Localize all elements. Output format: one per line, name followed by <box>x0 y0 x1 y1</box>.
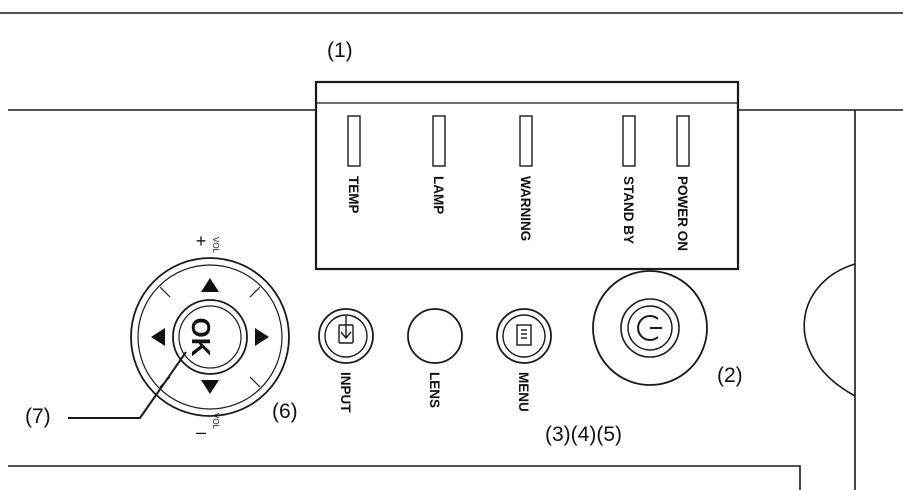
arrow-down-icon[interactable] <box>201 380 219 394</box>
indicator-label-lamp: LAMP <box>431 176 446 214</box>
power-button[interactable] <box>592 270 708 386</box>
indicator-label-power-on: POWER ON <box>675 176 690 251</box>
arrow-up-icon[interactable] <box>201 278 219 292</box>
menu-button[interactable] <box>496 308 552 364</box>
vol-label-top: VOL <box>211 237 220 254</box>
indicator-label-warning: WARNING <box>518 176 533 241</box>
direction-pad[interactable] <box>130 257 290 417</box>
callout-7: (7) <box>25 405 51 428</box>
callout-6: (6) <box>272 400 298 423</box>
menu-label: MENU <box>516 372 531 412</box>
input-button[interactable] <box>318 308 374 364</box>
indicator-panel-frame <box>314 80 740 271</box>
arrow-left-icon[interactable] <box>151 328 165 346</box>
ok-button[interactable] <box>172 299 248 375</box>
ok-button-ring <box>178 305 242 369</box>
power-icon <box>637 315 662 341</box>
indicator-led-lamp <box>432 115 446 167</box>
direction-pad-outer-ring <box>130 257 290 417</box>
callout-7-leader <box>68 351 187 419</box>
direction-pad-inner-ring <box>137 264 283 410</box>
indicator-led-warning <box>519 115 533 167</box>
indicator-led-power-on <box>676 115 690 167</box>
ok-label: OK <box>186 318 216 357</box>
indicator-led-temp <box>347 115 361 167</box>
input-label: INPUT <box>338 372 353 413</box>
callout-1: (1) <box>327 39 353 62</box>
indicator-label-stand-by: STAND BY <box>621 176 636 244</box>
lens-label: LENS <box>427 372 442 408</box>
vol-minus-label: – <box>196 422 206 442</box>
menu-icon <box>516 324 532 346</box>
callout-3-4-5: (3)(4)(5) <box>545 423 622 446</box>
indicator-label-temp: TEMP <box>346 176 361 214</box>
panel-outline <box>0 12 903 490</box>
vol-label-bottom: VOL <box>211 413 220 430</box>
vol-plus-label: + <box>196 231 207 251</box>
indicator-led-stand-by <box>622 115 636 167</box>
lens-button[interactable] <box>407 308 463 364</box>
input-icon <box>338 316 354 344</box>
bottom-edge-line <box>8 465 801 490</box>
arrow-right-icon[interactable] <box>255 328 269 346</box>
callout-2: (2) <box>717 364 743 387</box>
lens-bulge <box>803 263 856 397</box>
indicator-panel: TEMP LAMP WARNING STAND BY POWER ON <box>314 80 740 271</box>
